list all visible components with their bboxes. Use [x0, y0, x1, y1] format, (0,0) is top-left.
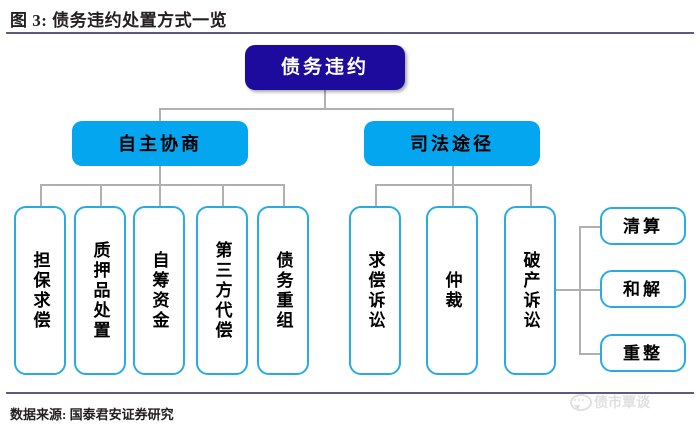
- node-sub-liquidation-label: 清算: [623, 216, 663, 236]
- connector-leaf-drop-4: [222, 184, 224, 206]
- connector-branch1-bus: [40, 184, 283, 186]
- node-leaf-arbitration-label: 仲裁: [442, 270, 462, 311]
- node-leaf-self-raised-funds-label: 自筹资金: [149, 250, 169, 331]
- connector-bankruptcy-out: [554, 289, 580, 291]
- node-sub-reorganization-label: 重整: [623, 343, 663, 363]
- connector-leaf-drop-3: [159, 184, 161, 206]
- node-root[interactable]: 债务违约: [245, 45, 405, 90]
- connector-leaf-drop-8: [530, 184, 532, 206]
- speech-bubble-icon: [570, 394, 592, 411]
- node-leaf-guarantee-claim[interactable]: 担保求偿: [14, 206, 66, 375]
- node-leaf-bankruptcy-litigation-label: 破产诉讼: [520, 250, 540, 331]
- node-leaf-pledge-disposal[interactable]: 质押品处置: [74, 206, 126, 375]
- node-leaf-pledge-disposal-label: 质押品处置: [90, 240, 110, 341]
- watermark: 债市覃谈: [570, 392, 650, 412]
- node-sub-reorganization[interactable]: 重整: [600, 334, 686, 372]
- connector-leaf-drop-5: [283, 184, 285, 206]
- title-divider: [6, 32, 694, 34]
- connector-root-bus: [159, 108, 454, 110]
- node-leaf-claim-litigation-label: 求偿诉讼: [365, 250, 385, 331]
- node-leaf-claim-litigation[interactable]: 求偿诉讼: [349, 206, 401, 375]
- node-sub-liquidation[interactable]: 清算: [600, 207, 686, 245]
- connector-branch1-drop: [159, 108, 161, 121]
- node-leaf-debt-restructuring[interactable]: 债务重组: [257, 206, 309, 375]
- source-divider: [6, 392, 694, 394]
- node-root-label: 债务违约: [280, 57, 369, 78]
- node-branch-self-negotiation-label: 自主协商: [118, 133, 202, 154]
- connector-branch1-stem: [159, 166, 161, 186]
- connector-root-stem: [324, 90, 326, 110]
- node-leaf-third-party-payment-label: 第三方代偿: [212, 240, 232, 341]
- connector-sub-3: [579, 353, 601, 355]
- connector-branch2-drop: [452, 108, 454, 121]
- connector-leaf-drop-7: [452, 184, 454, 206]
- node-sub-settlement-label: 和解: [623, 279, 663, 299]
- node-leaf-arbitration[interactable]: 仲裁: [426, 206, 478, 375]
- node-leaf-bankruptcy-litigation[interactable]: 破产诉讼: [504, 206, 556, 375]
- connector-sub-2: [579, 289, 601, 291]
- figure-title: 图 3: 债务违约处置方式一览: [10, 11, 228, 30]
- connector-leaf-drop-1: [40, 184, 42, 206]
- node-branch-judicial[interactable]: 司法途径: [364, 121, 540, 166]
- connector-leaf-drop-6: [375, 184, 377, 206]
- node-leaf-self-raised-funds[interactable]: 自筹资金: [133, 206, 185, 375]
- connector-leaf-drop-2: [100, 184, 102, 206]
- figure-source: 数据来源: 国泰君安证券研究: [10, 407, 174, 422]
- connector-branch2-stem: [452, 166, 454, 186]
- node-branch-self-negotiation[interactable]: 自主协商: [72, 121, 248, 166]
- watermark-label: 债市覃谈: [594, 396, 650, 411]
- node-leaf-guarantee-claim-label: 担保求偿: [30, 250, 50, 331]
- node-leaf-debt-restructuring-label: 债务重组: [273, 250, 293, 331]
- node-sub-settlement[interactable]: 和解: [600, 270, 686, 308]
- connector-sub-1: [579, 226, 601, 228]
- node-leaf-third-party-payment[interactable]: 第三方代偿: [196, 206, 248, 375]
- node-branch-judicial-label: 司法途径: [410, 133, 494, 154]
